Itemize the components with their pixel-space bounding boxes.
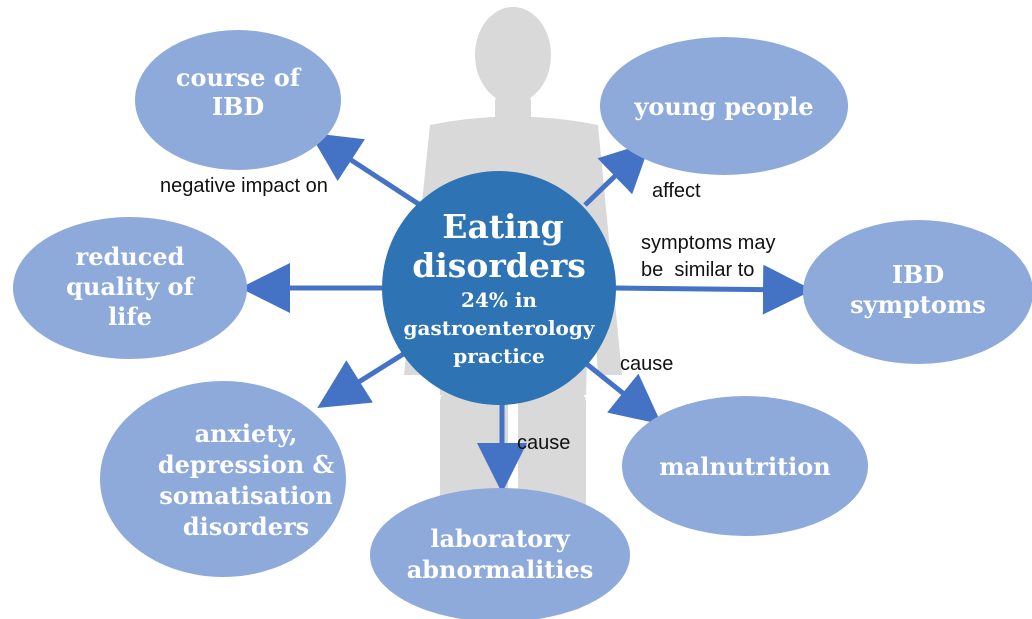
node-lab: laboratory abnormalities — [370, 488, 630, 619]
center-node: Eating disorders 24% in gastroenterology… — [382, 171, 616, 405]
node-anxiety-line3: somatisation — [159, 481, 332, 510]
edge-label-symptoms-line2: be similar to — [641, 259, 754, 281]
node-malnutrition-line1: malnutrition — [659, 452, 830, 481]
edge-label-affect: affect — [652, 180, 701, 202]
arrow-to-young — [583, 141, 651, 207]
node-malnutrition: malnutrition — [622, 396, 868, 536]
node-quality-line1: reduced — [76, 242, 185, 271]
node-lab-line2: abnormalities — [407, 555, 594, 584]
node-lab-line1: laboratory — [430, 524, 570, 553]
node-course-line1: course of — [176, 63, 302, 92]
node-anxiety-line4: disorders — [183, 512, 309, 541]
edge-label-negative-impact: negative impact on — [160, 175, 328, 197]
center-title-line1: Eating — [442, 207, 563, 246]
arrow-to-malnutrition — [576, 355, 662, 425]
node-quality: reduced quality of life — [13, 217, 247, 359]
center-sub-line2: gastroenterology — [404, 316, 596, 340]
node-ibd: IBD symptoms — [803, 220, 1032, 364]
node-course-line2: IBD — [212, 92, 264, 121]
arrow-to-anxiety — [317, 350, 407, 408]
edge-label-cause-lab: cause — [517, 432, 570, 454]
arrow-to-ibd — [614, 264, 813, 315]
node-quality-line2: quality of — [66, 272, 195, 301]
node-quality-line3: life — [108, 302, 152, 331]
center-title-line2: disorders — [412, 246, 586, 285]
node-anxiety-line2: depression & — [158, 450, 335, 479]
node-anxiety: anxiety, depression & somatisation disor… — [100, 381, 346, 577]
node-course: course of IBD — [135, 30, 341, 170]
arrow-to-course — [309, 132, 422, 208]
node-young-line1: young people — [633, 92, 813, 121]
node-young: young people — [600, 37, 848, 175]
node-anxiety-line1: anxiety, — [195, 419, 298, 448]
connector-arrows — [240, 132, 813, 493]
node-ibd-line2: symptoms — [850, 290, 986, 319]
edge-label-cause-malnutrition: cause — [620, 353, 673, 375]
center-sub-line1: 24% in — [461, 288, 537, 312]
edge-label-symptoms-line1: symptoms may — [641, 232, 775, 254]
node-ibd-line1: IBD — [892, 260, 944, 289]
center-sub-line3: practice — [453, 344, 544, 368]
